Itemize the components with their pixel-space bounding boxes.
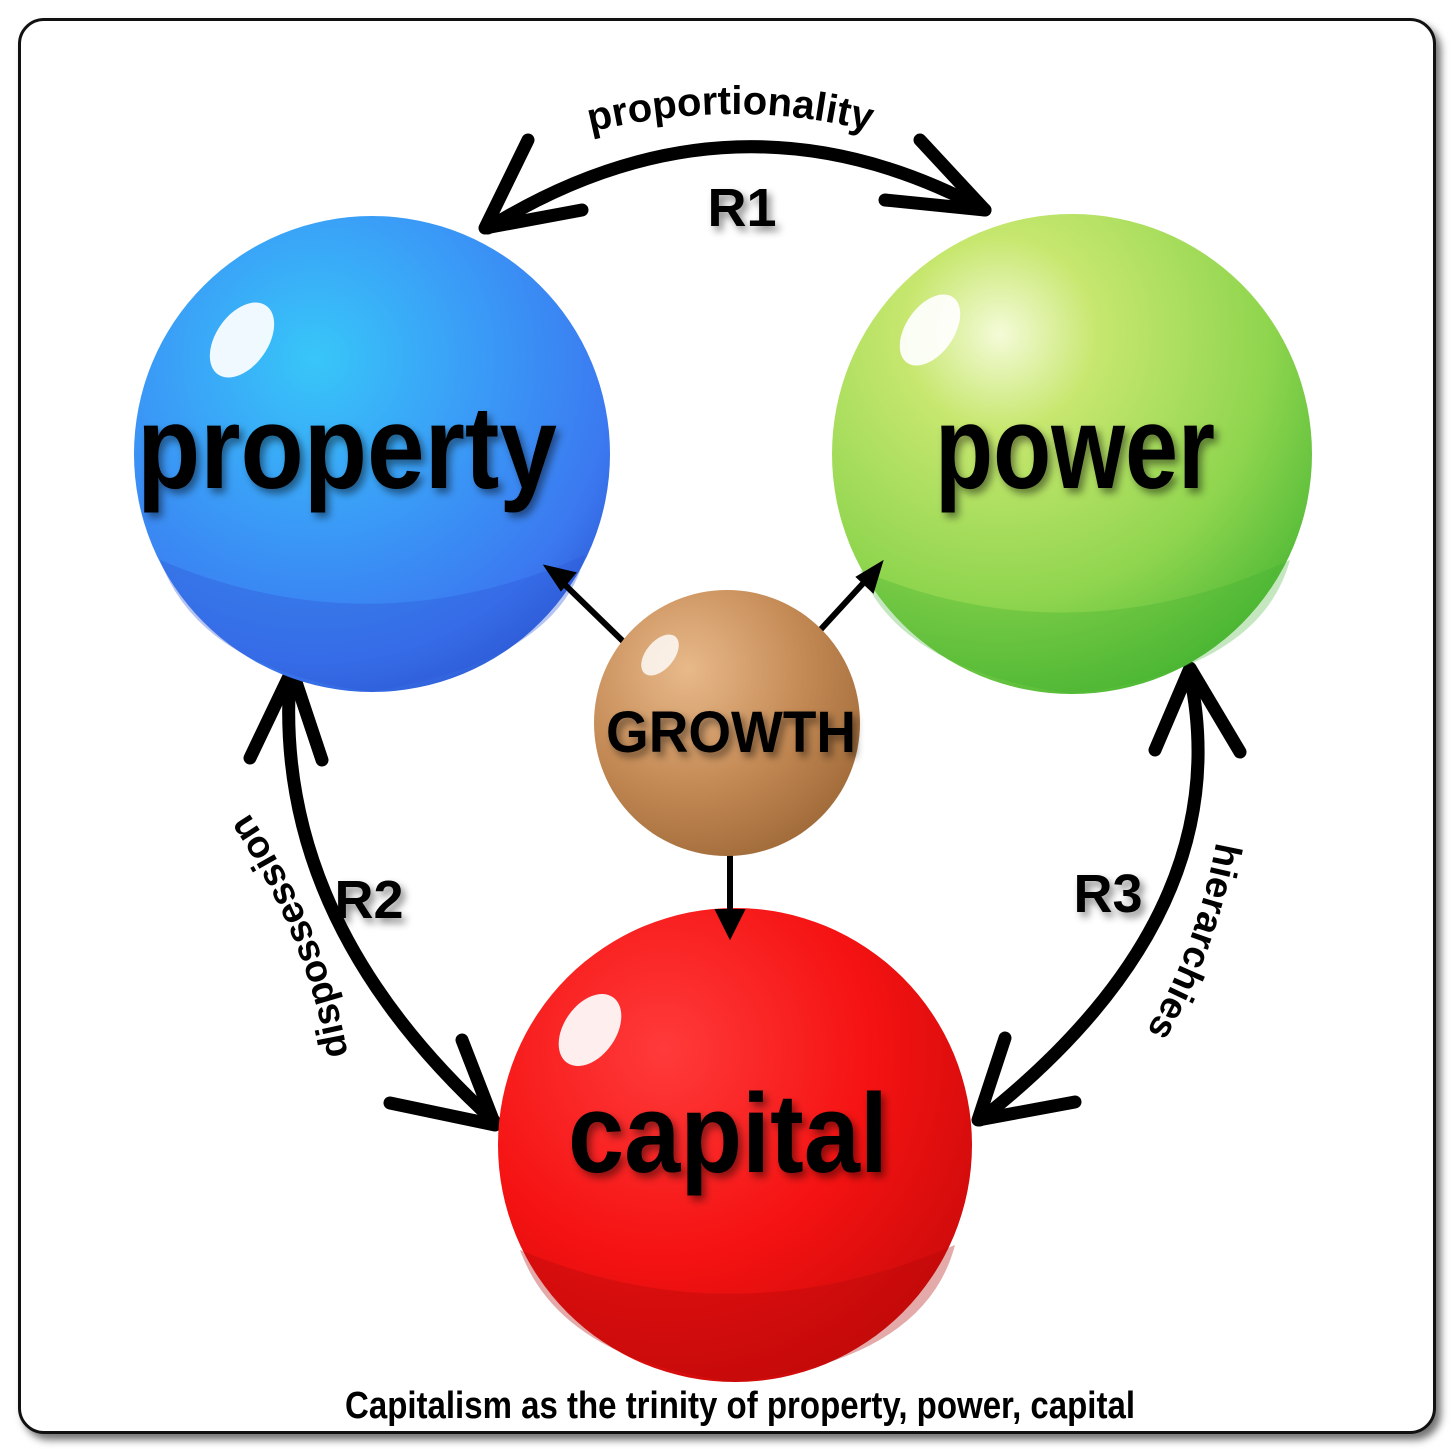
power-sphere-shade xyxy=(860,560,1290,694)
r3-code: R3 xyxy=(1073,864,1142,924)
r2-arrowhead-down xyxy=(383,1033,502,1132)
property-sphere-shade xyxy=(160,555,585,692)
capital-sphere-shade xyxy=(520,1245,955,1382)
r2-code: R2 xyxy=(334,870,403,930)
growth-to-power-head xyxy=(855,559,884,594)
r3-arrow xyxy=(973,668,1205,1127)
r3-arrowhead-up xyxy=(1148,661,1247,759)
capital-highlight xyxy=(558,993,622,1067)
r2-arrow xyxy=(282,668,502,1129)
property-highlight xyxy=(209,302,275,378)
node-property: property xyxy=(134,216,610,692)
growth-highlight xyxy=(641,634,679,676)
r2-name: dispossession xyxy=(221,808,357,1062)
r1-arrowhead-left xyxy=(478,133,589,235)
r1-arrowhead-right xyxy=(878,133,992,217)
r1-arrow xyxy=(481,140,992,235)
property-label: property xyxy=(137,382,557,514)
growth-to-capital-head xyxy=(714,909,746,941)
power-highlight xyxy=(899,294,961,366)
r1-name: proportionality xyxy=(583,79,879,141)
r3-arrowhead-down xyxy=(971,1031,1082,1127)
growth-to-property-head xyxy=(542,564,577,592)
caption: Capitalism as the trinity of property, p… xyxy=(345,1385,1135,1427)
power-label: power xyxy=(935,382,1215,514)
node-growth: GROWTH xyxy=(594,590,860,856)
r1-code: R1 xyxy=(707,178,776,238)
node-capital: capital xyxy=(498,908,972,1382)
growth-label: GROWTH xyxy=(606,700,856,765)
growth-to-property-line xyxy=(557,577,635,653)
relation-arrows xyxy=(243,133,1247,1132)
capital-label: capital xyxy=(568,1071,888,1196)
node-power: power xyxy=(832,214,1312,694)
r3-name: hierarchies xyxy=(1139,840,1249,1048)
